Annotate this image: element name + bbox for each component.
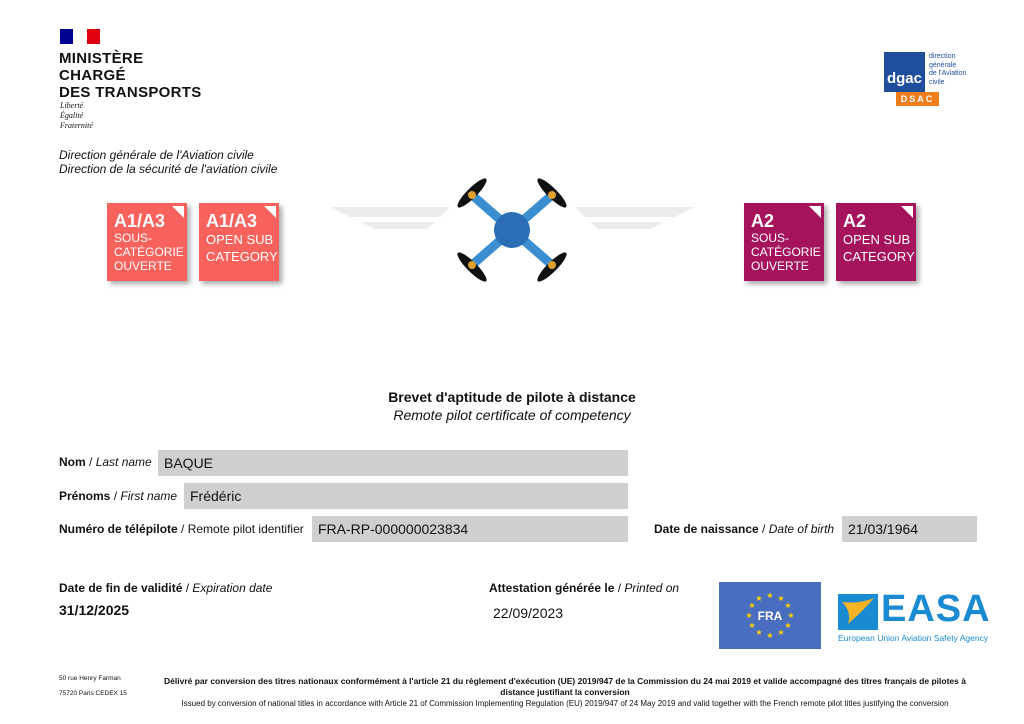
pilot-id-label: Numéro de télépilote / Remote pilot iden… [59,522,304,536]
footer-fr: Délivré par conversion des titres nation… [164,676,966,697]
easa-logo: EASA European Union Aviation Safety Agen… [838,588,991,643]
last-name-value: BAQUE [158,450,628,476]
svg-text:★: ★ [748,621,755,630]
svg-text:★: ★ [755,594,762,603]
svg-text:★: ★ [784,601,791,610]
pilot-id-value: FRA-RP-000000023834 [312,516,628,542]
svg-text:★: ★ [787,611,794,620]
certificate-title: Brevet d'aptitude de pilote à distance R… [388,389,636,423]
first-name-value: Frédéric [184,483,628,509]
svg-text:★: ★ [784,621,791,630]
svg-text:★: ★ [755,628,762,637]
marianne-logo [60,29,100,44]
svg-text:★: ★ [766,631,773,640]
expiry-label: Date de fin de validité / Expiration dat… [59,581,273,595]
eu-fra-flag: ★★★★★★★★★★★★ FRA [719,582,821,649]
svg-text:★: ★ [777,594,784,603]
eu-stars-icon: ★★★★★★★★★★★★ [745,591,794,640]
svg-text:★: ★ [748,601,755,610]
first-name-label: Prénoms / First name [59,489,178,503]
expiry-value: 31/12/2025 [59,602,130,618]
drone-emblem-icon [330,178,695,282]
svg-text:★: ★ [766,591,773,600]
birth-date-value: 21/03/1964 [842,516,977,542]
last-name-label: Nom / Last name [59,455,152,469]
footer-en: Issued by conversion of national titles … [181,699,949,708]
svg-text:★: ★ [777,628,784,637]
printed-label: Attestation générée le / Printed on [489,581,680,595]
svg-text:★: ★ [745,611,752,620]
birth-date-label: Date de naissance / Date of birth [654,522,835,536]
printed-value: 22/09/2023 [493,605,564,621]
